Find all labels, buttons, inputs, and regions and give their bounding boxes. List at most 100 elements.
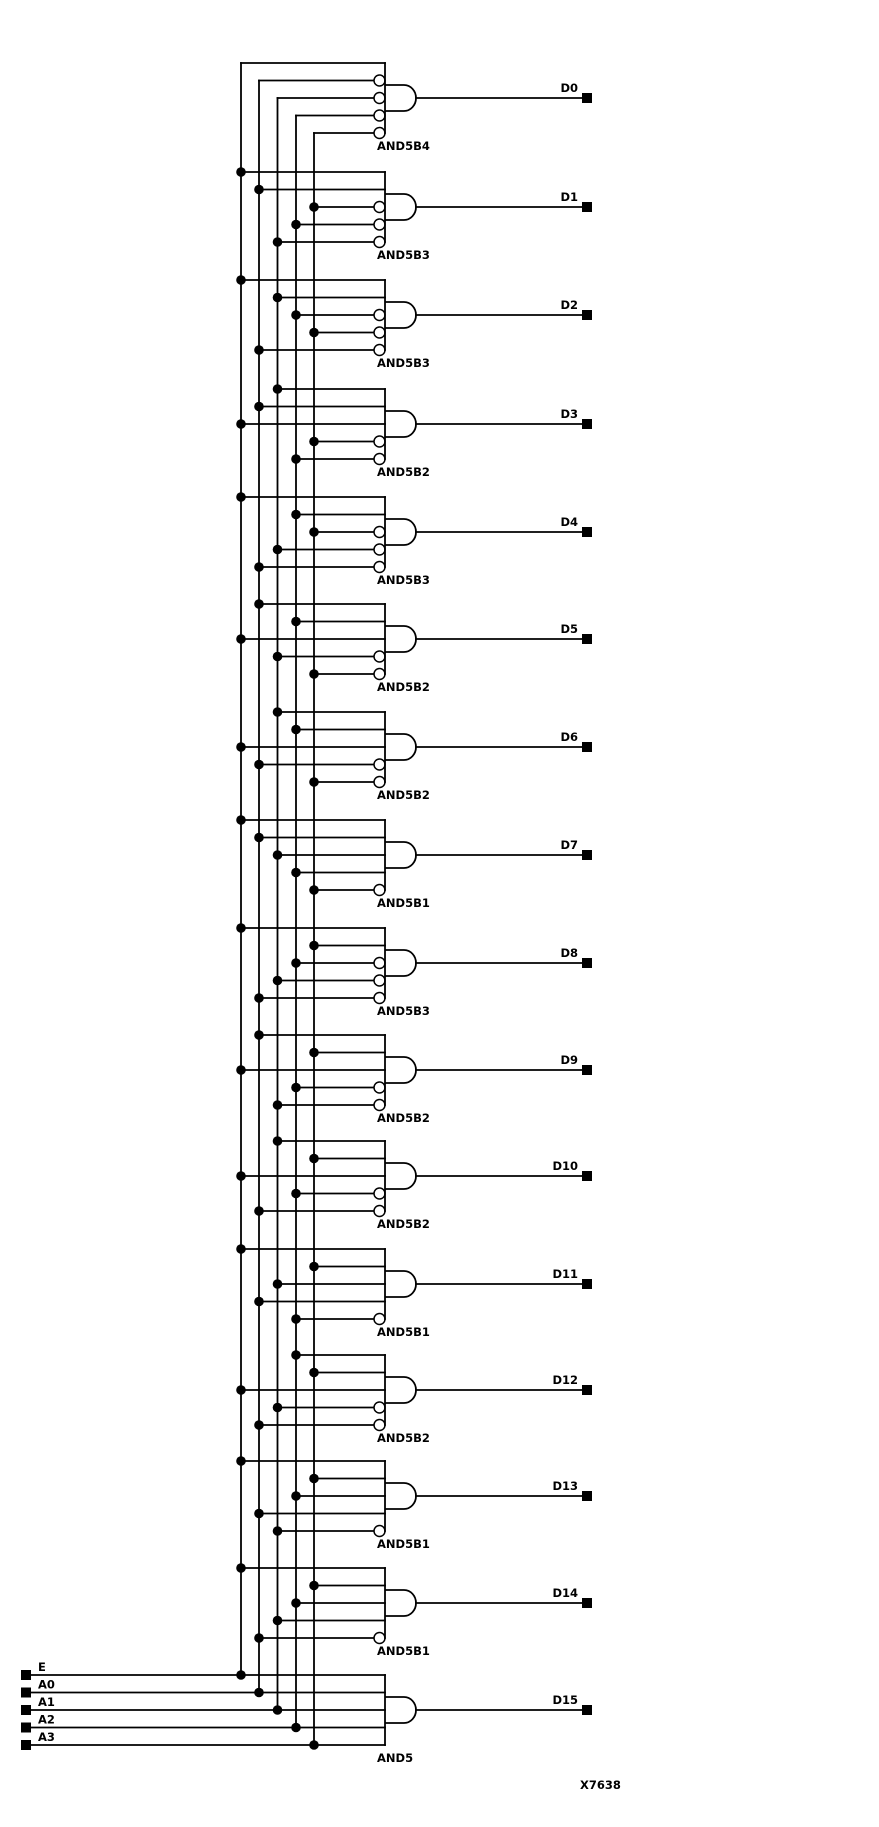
output-pin-square-D7 bbox=[582, 850, 592, 860]
junction-dot bbox=[254, 562, 264, 572]
junction-dot bbox=[272, 1100, 283, 1110]
junction-dot bbox=[291, 1188, 301, 1199]
junction-dot bbox=[236, 1171, 246, 1181]
junction-dot bbox=[254, 401, 264, 412]
inverter-bubble bbox=[373, 1418, 386, 1432]
input-pin-square-E bbox=[21, 1670, 31, 1680]
inverter-bubble bbox=[373, 1081, 386, 1094]
inverter-bubble bbox=[373, 308, 386, 322]
inverter-bubble bbox=[373, 326, 386, 339]
junction-dot bbox=[254, 184, 264, 195]
junction-dot bbox=[309, 1367, 319, 1378]
junction-dot bbox=[309, 1261, 319, 1272]
junction-dot bbox=[272, 707, 283, 717]
output-pin-square-D0 bbox=[582, 93, 592, 103]
inverter-bubble bbox=[373, 956, 386, 970]
inverter-bubble bbox=[373, 650, 386, 663]
junction-dot bbox=[291, 454, 301, 464]
input-pin-square-A3 bbox=[21, 1740, 31, 1750]
junction-dot bbox=[291, 1350, 301, 1360]
gate-type-label-D1: AND5B3 bbox=[377, 248, 430, 262]
junction-dot bbox=[236, 492, 246, 502]
junction-dot bbox=[254, 1420, 264, 1430]
junction-dot bbox=[236, 634, 246, 644]
inverter-bubble bbox=[373, 1401, 386, 1414]
output-label-D0: D0 bbox=[560, 81, 578, 95]
inverter-bubble bbox=[373, 1631, 386, 1645]
input-label-A3: A3 bbox=[38, 1730, 55, 1744]
output-pin-square-D5 bbox=[582, 634, 592, 644]
inverter-bubble bbox=[373, 91, 386, 105]
junction-dot bbox=[291, 1722, 301, 1733]
inverter-bubble bbox=[373, 883, 386, 897]
inverter-bubble bbox=[373, 543, 386, 556]
junction-dot bbox=[254, 345, 264, 355]
output-label-D13: D13 bbox=[552, 1479, 578, 1493]
inverter-bubble bbox=[373, 560, 386, 574]
inverter-bubble bbox=[373, 343, 386, 357]
junction-dot bbox=[272, 1279, 283, 1289]
output-pin-square-D15 bbox=[582, 1705, 592, 1715]
gate-type-label-D15: AND5 bbox=[377, 1751, 413, 1765]
junction-dot bbox=[272, 292, 283, 303]
inverter-bubble bbox=[373, 974, 386, 987]
output-pin-square-D11 bbox=[582, 1279, 592, 1289]
junction-dot bbox=[291, 867, 301, 878]
and-gate-body bbox=[385, 841, 417, 869]
output-pin-square-D12 bbox=[582, 1385, 592, 1395]
junction-dot bbox=[272, 1402, 283, 1413]
junction-dot bbox=[254, 1687, 264, 1698]
junction-dot bbox=[291, 1314, 301, 1324]
junction-dot bbox=[291, 616, 301, 627]
output-pin-square-D3 bbox=[582, 419, 592, 429]
junction-dot bbox=[254, 1030, 264, 1040]
junction-dot bbox=[309, 1153, 319, 1164]
junction-dot bbox=[309, 1580, 319, 1591]
junction-dot bbox=[309, 1047, 319, 1058]
inverter-bubble bbox=[373, 74, 386, 87]
and-gate-body bbox=[385, 1056, 417, 1084]
inverter-bubble bbox=[373, 991, 386, 1005]
and-gate-body bbox=[385, 410, 417, 438]
junction-dot bbox=[236, 419, 246, 429]
junction-dot bbox=[254, 759, 264, 770]
junction-dot bbox=[254, 993, 264, 1003]
inverter-bubble bbox=[373, 435, 386, 448]
junction-dot bbox=[291, 310, 301, 320]
junction-dot bbox=[236, 742, 246, 752]
inverter-bubble bbox=[373, 1187, 386, 1200]
gate-type-label-D10: AND5B2 bbox=[377, 1217, 430, 1231]
inverter-bubble bbox=[373, 758, 386, 771]
junction-dot bbox=[309, 940, 319, 951]
junction-dot bbox=[291, 1491, 301, 1501]
and-gate-body bbox=[385, 193, 417, 221]
and-gate-body bbox=[385, 301, 417, 329]
inverter-bubble bbox=[373, 775, 386, 789]
inverter-bubble bbox=[373, 1312, 386, 1326]
junction-dot bbox=[291, 509, 301, 520]
and-gate-body bbox=[385, 1482, 417, 1510]
junction-dot bbox=[272, 1705, 283, 1715]
junction-dot bbox=[272, 384, 283, 394]
inverter-bubble bbox=[373, 109, 386, 122]
output-pin-square-D2 bbox=[582, 310, 592, 320]
and-gate-body bbox=[385, 84, 417, 112]
and-gate-body bbox=[385, 625, 417, 653]
junction-dot bbox=[236, 815, 246, 825]
junction-dot bbox=[236, 275, 246, 285]
junction-dot bbox=[309, 436, 319, 447]
junction-dot bbox=[291, 958, 301, 968]
junction-dot bbox=[236, 167, 246, 177]
inverter-bubble bbox=[373, 667, 386, 681]
output-label-D8: D8 bbox=[560, 946, 578, 960]
junction-dot bbox=[309, 202, 319, 212]
junction-dot bbox=[272, 237, 283, 247]
inverter-bubble bbox=[373, 218, 386, 231]
output-pin-square-D14 bbox=[582, 1598, 592, 1608]
and-gate-body bbox=[385, 518, 417, 546]
input-pin-square-A2 bbox=[21, 1722, 31, 1733]
gate-type-label-D4: AND5B3 bbox=[377, 573, 430, 587]
output-label-D4: D4 bbox=[560, 515, 578, 529]
input-label-A1: A1 bbox=[38, 1695, 55, 1709]
junction-dot bbox=[309, 1740, 319, 1750]
